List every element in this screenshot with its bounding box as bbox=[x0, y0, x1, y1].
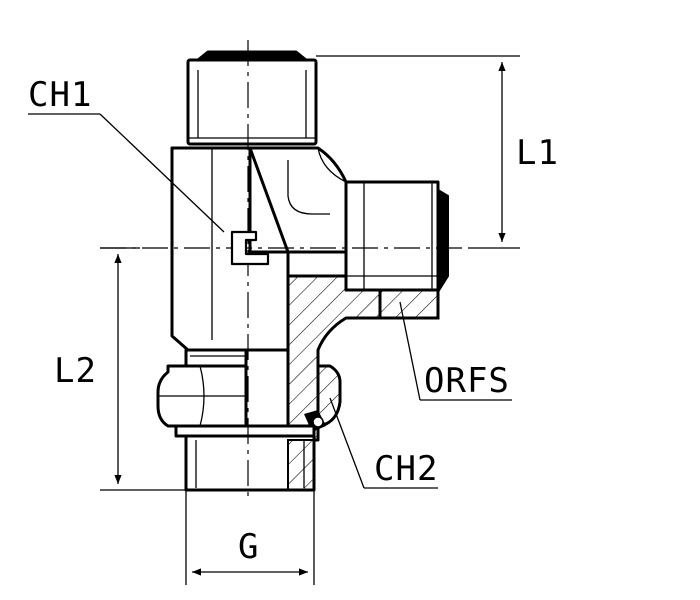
top-stud bbox=[186, 50, 318, 146]
label-ch1: CH1 bbox=[28, 75, 92, 115]
label-g: G bbox=[238, 527, 259, 567]
label-orfs: ORFS bbox=[424, 361, 510, 401]
bottom-thread bbox=[174, 424, 316, 492]
orfs-port bbox=[344, 180, 449, 320]
leader-ch1 bbox=[28, 113, 225, 233]
leader-ch2 bbox=[329, 397, 438, 489]
dimension-l1 bbox=[316, 55, 520, 249]
center-lines bbox=[100, 40, 470, 500]
dimension-g bbox=[185, 490, 315, 585]
leader-orfs bbox=[399, 301, 512, 401]
label-l2: L2 bbox=[54, 351, 97, 391]
hex-nut-ch2 bbox=[156, 348, 248, 428]
dimension-l2 bbox=[100, 247, 186, 491]
label-ch2: CH2 bbox=[374, 449, 438, 489]
tee-body bbox=[170, 146, 348, 352]
label-l1: L1 bbox=[516, 133, 559, 173]
bolt-symbol bbox=[230, 230, 270, 266]
